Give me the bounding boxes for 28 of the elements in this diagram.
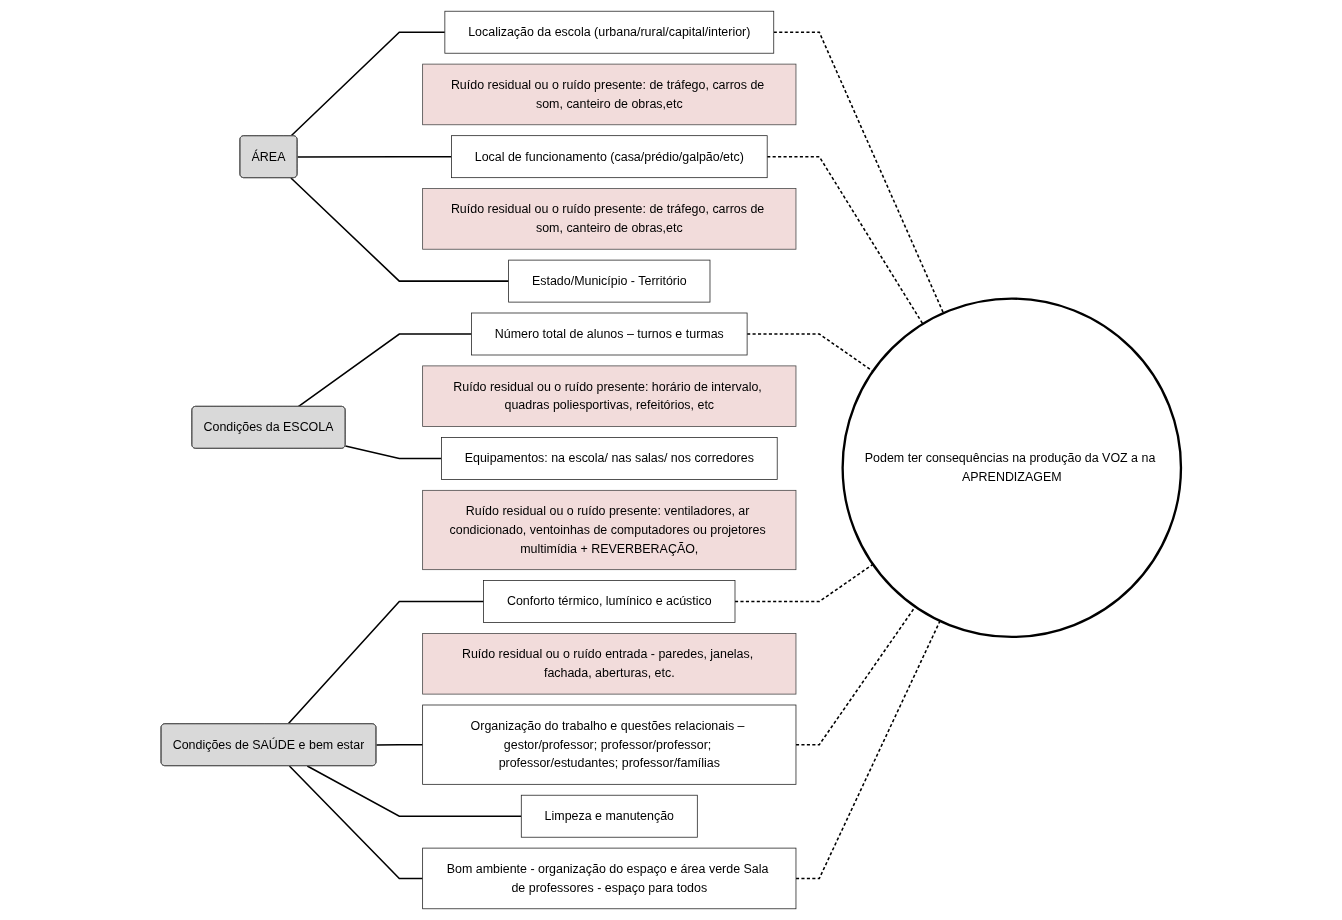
- node-box: Ruído residual ou o ruído presente: de tráfego, carros de som, canteiro de obras,etc: [422, 63, 797, 126]
- node-circle: Podem ter consequências na produção da VOZ a na APRENDIZAGEM: [841, 297, 1183, 639]
- node-box: Bom ambiente - organização do espaço e área verde Sala de professores - espaço para todos: [422, 847, 797, 910]
- node-box: Ruído residual ou o ruído entrada - paredes, janelas, fachada, aberturas, etc.: [422, 633, 797, 695]
- connector: [375, 743, 424, 746]
- node-box: Ruído residual ou o ruído presente: de tráfego, carros de som, canteiro de obras,etc: [422, 188, 797, 250]
- connector: [287, 600, 485, 725]
- connector: [344, 445, 443, 460]
- node-box: Estado/Município - Território: [508, 259, 711, 303]
- connector: [734, 563, 874, 603]
- connector: [288, 765, 424, 880]
- connector: [772, 31, 945, 314]
- connector: [795, 620, 941, 880]
- node-box: Número total de alunos – turnos e turmas: [471, 312, 748, 356]
- node-box: Ruído residual ou o ruído presente: horário de intervalo, quadras poliesportivas, refeitórios, etc: [422, 365, 797, 427]
- node-box: Organização do trabalho e questões relacionais – gestor/professor; professor/professor; professor/estudantes; professor/famílias: [422, 704, 797, 785]
- node-box: Limpeza e manutenção: [520, 794, 698, 838]
- node-box: Conforto térmico, lumínico e acústico: [483, 580, 736, 623]
- node-box: Localização da escola (urbana/rural/capital/interior): [444, 10, 775, 54]
- connector: [290, 177, 510, 282]
- connector: [766, 155, 924, 325]
- connector: [290, 31, 446, 137]
- connector: [296, 155, 453, 158]
- node-box: Local de funcionamento (casa/prédio/galpão/etc): [451, 135, 768, 179]
- node-box: Equipamentos: na escola/ nas salas/ nos corredores: [441, 437, 778, 480]
- connector: [306, 765, 523, 817]
- node-box: Ruído residual ou o ruído presente: ventiladores, ar condicionado, ventoinhas de computadores ou projetores multimídia + REVERBERAÇÃO,: [422, 489, 797, 571]
- connector: [297, 333, 473, 408]
